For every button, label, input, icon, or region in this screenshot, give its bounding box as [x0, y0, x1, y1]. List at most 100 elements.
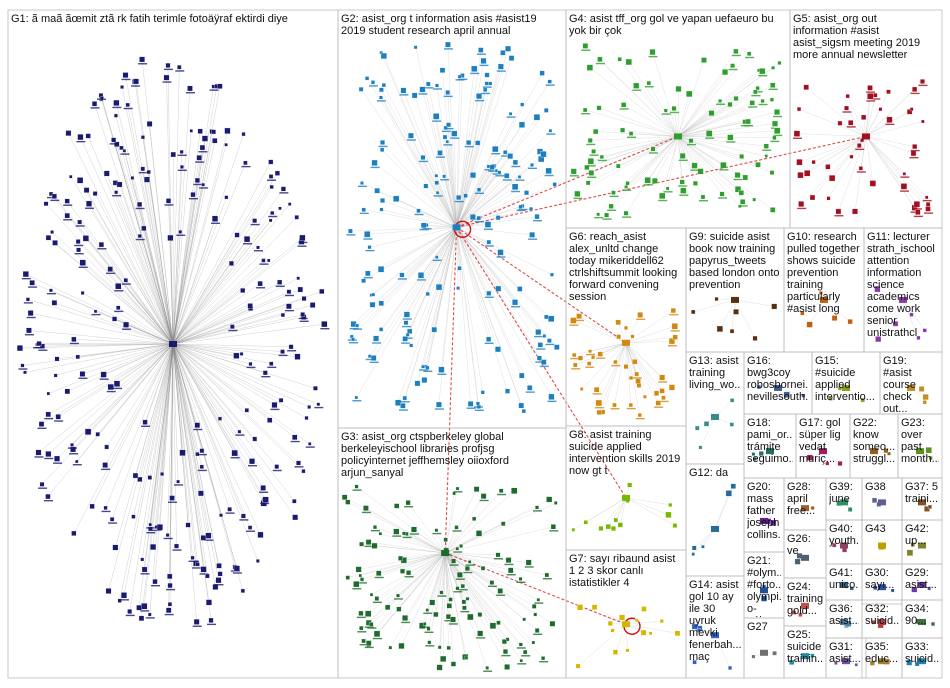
vertex-label-mark: [114, 310, 124, 313]
vertex-g4: [755, 86, 760, 91]
vertex-g2: [552, 182, 557, 187]
vertex-g4: [697, 168, 704, 175]
group-label-g21: G21: #olym... #forto... olympi... o-nálu…: [747, 555, 781, 617]
vertex-g3: [473, 486, 480, 492]
vertex-g3: [396, 593, 400, 598]
vertex-g1: [163, 74, 170, 81]
vertex-label-mark: [569, 324, 579, 326]
edge-g1: [55, 343, 174, 376]
edge-g1: [30, 312, 174, 345]
vertex-g4: [582, 43, 589, 49]
edge-g6: [573, 320, 627, 344]
vertex-label-mark: [475, 99, 485, 102]
vertex-g2: [370, 80, 375, 85]
edge-g2: [456, 73, 543, 228]
vertex-g1: [165, 198, 172, 204]
vertex-g1: [228, 260, 234, 266]
vertex-g1: [83, 187, 90, 193]
vertex-label-mark: [214, 584, 224, 586]
edge-g2: [456, 52, 504, 228]
vertex-label-mark: [751, 94, 761, 97]
hub-vertex-g9: [731, 296, 739, 303]
vertex-g1: [194, 422, 201, 428]
vertex-label-mark: [649, 152, 659, 154]
vertex-g1: [82, 235, 89, 242]
vertex-g3: [518, 577, 523, 581]
vertex-label-mark: [195, 161, 205, 163]
vertex-g1: [200, 566, 207, 573]
vertex-g2: [365, 270, 371, 277]
vertex-g14: [697, 628, 701, 633]
vertex-label-mark: [46, 292, 56, 295]
vertex-g4: [625, 181, 630, 186]
edge-g1: [172, 343, 283, 352]
edge-g1: [172, 237, 303, 345]
vertex-g5: [912, 144, 918, 150]
edge-g7: [625, 624, 628, 651]
vertex-g5: [793, 130, 801, 137]
vertex-label-mark: [250, 223, 260, 226]
vertex-label-mark: [453, 591, 463, 593]
edge-g1: [167, 343, 174, 536]
group-label-g1: G1: ã maã ãœmit ztã rk fatih terimle fot…: [11, 13, 288, 25]
vertex-g1: [29, 280, 35, 286]
edge-g3: [413, 529, 446, 554]
edge-g1: [146, 179, 174, 345]
vertex-label-mark: [910, 211, 920, 213]
vertex-g2: [361, 207, 366, 212]
edge-g2: [369, 227, 457, 357]
edge-g2: [456, 227, 544, 363]
edge-g1: [166, 77, 174, 345]
vertex-label-mark: [549, 530, 559, 532]
vertex-label-mark: [53, 462, 63, 464]
vertex-label-mark: [125, 614, 135, 617]
vertex-g4: [652, 178, 658, 184]
vertex-label-mark: [589, 154, 599, 156]
vertex-g1: [199, 144, 206, 151]
vertex-label-mark: [773, 115, 783, 118]
edge-g8: [625, 497, 671, 506]
edge-g1: [125, 280, 174, 345]
edge-g5: [865, 136, 918, 213]
vertex-label-mark: [402, 318, 412, 320]
vertex-label-mark: [232, 572, 242, 574]
vertex-label-mark: [470, 72, 480, 75]
vertex-label-mark: [452, 530, 462, 532]
edge-g4: [625, 136, 679, 214]
vertex-g1: [237, 429, 242, 434]
vertex-g4: [625, 58, 632, 66]
edge-g1: [169, 343, 174, 586]
hub-vertex-g1: [169, 341, 177, 347]
vertex-g1: [122, 72, 129, 78]
vertex-g2: [379, 87, 384, 93]
vertex-label-mark: [463, 571, 473, 574]
edge-g1: [73, 339, 174, 345]
vertex-g1: [240, 288, 246, 293]
edge-g1: [78, 241, 174, 345]
edge-g1: [116, 144, 174, 345]
vertex-g2: [399, 272, 405, 278]
vertex-g1: [120, 592, 127, 599]
edge-g1: [172, 138, 206, 345]
vertex-label-mark: [401, 342, 411, 344]
vertex-label-mark: [484, 245, 494, 247]
vertex-g21: [761, 595, 768, 602]
vertex-g1: [211, 129, 216, 135]
vertex-g4: [700, 194, 706, 200]
vertex-g3: [467, 613, 474, 621]
edge-g1: [172, 134, 244, 345]
edge-g3: [428, 552, 446, 629]
edge-g2: [456, 227, 533, 235]
edge-g6: [581, 342, 627, 390]
vertex-g5: [915, 209, 921, 215]
vertex-label-mark: [581, 113, 591, 115]
vertex-label-mark: [357, 631, 367, 633]
vertex-g5: [867, 85, 873, 91]
vertex-g6: [659, 388, 665, 394]
edge-g2: [456, 227, 522, 406]
vertex-label-mark: [663, 191, 673, 193]
edge-g1: [172, 343, 202, 467]
vertex-g6: [637, 312, 643, 318]
vertex-g2: [425, 365, 430, 370]
group-label-g13: G13: asist training living_wo...: [689, 355, 741, 391]
